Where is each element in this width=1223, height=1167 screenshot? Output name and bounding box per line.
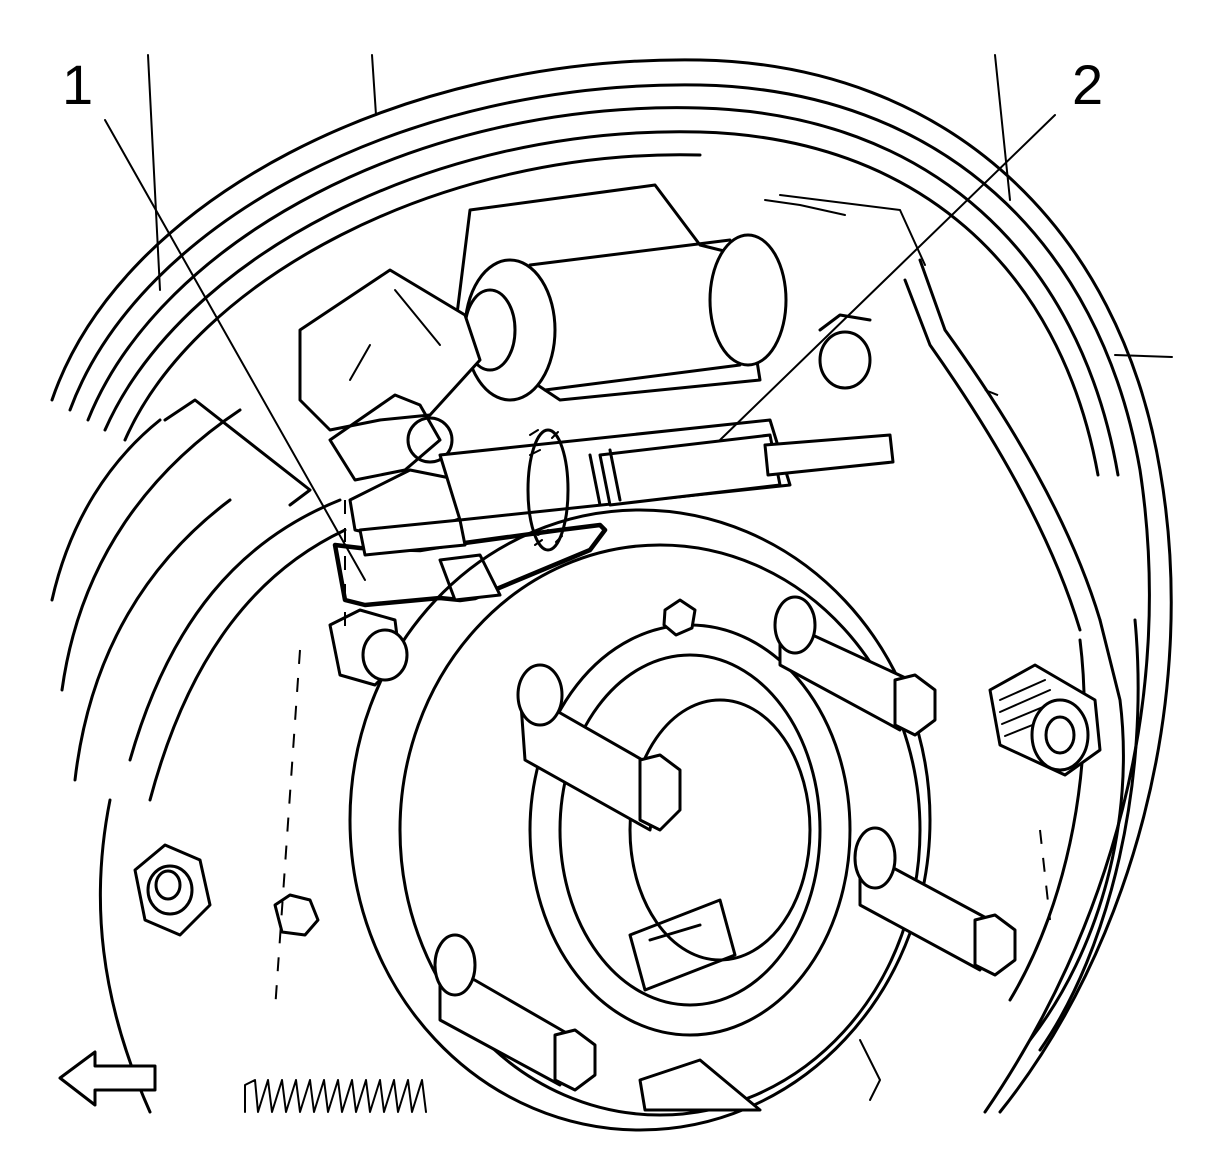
leader-lines bbox=[104, 114, 1056, 581]
upper-bolts bbox=[406, 313, 872, 464]
wheel-stud bbox=[433, 933, 597, 1092]
adjuster-lever bbox=[332, 518, 608, 608]
frame-lines bbox=[147, 54, 1173, 358]
lower-bolts bbox=[273, 598, 697, 937]
backing-plate bbox=[50, 58, 1173, 1114]
callout-1: 1 bbox=[62, 53, 93, 116]
brake-shoes bbox=[128, 258, 1125, 1101]
lower-spring bbox=[244, 1079, 427, 1113]
left-arrow-icon bbox=[58, 1050, 157, 1107]
adjuster-screw-assembly bbox=[438, 418, 895, 552]
wheel-stud bbox=[516, 663, 682, 832]
left-hold-down-spring bbox=[133, 843, 212, 937]
wheel-stud bbox=[853, 826, 1017, 977]
actuator-lever bbox=[298, 268, 482, 542]
wheel-stud bbox=[773, 595, 937, 737]
callout-2: 2 bbox=[1072, 53, 1103, 116]
reference-lines bbox=[274, 389, 1051, 1011]
right-hold-down-spring bbox=[988, 663, 1102, 777]
wheel-studs bbox=[433, 595, 1017, 1112]
